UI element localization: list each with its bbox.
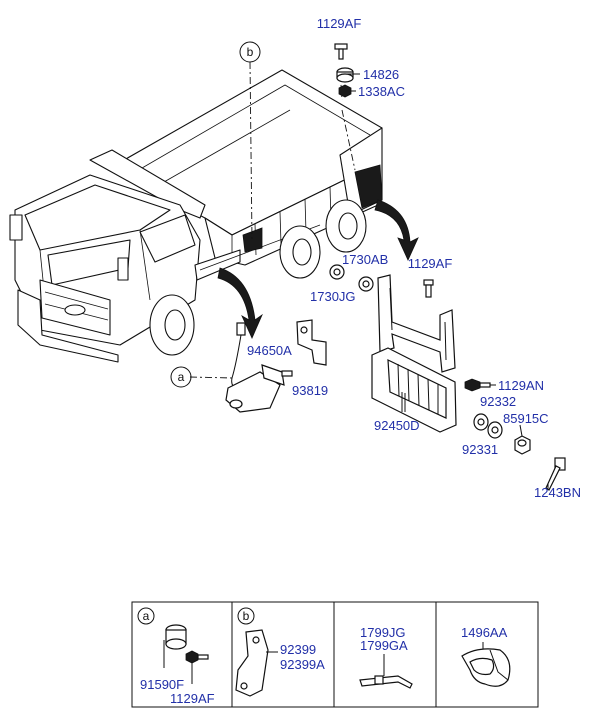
bolt-1129AF-top (334, 43, 348, 60)
label-92332: 92332 (480, 394, 516, 409)
label-1338AC: 1338AC (358, 84, 405, 99)
bolt-1129AF-mid (423, 279, 434, 298)
svg-text:a: a (178, 370, 185, 384)
clip-91590F (163, 624, 187, 668)
ring-1730AB (358, 276, 374, 292)
callout-a: a (170, 366, 192, 388)
legend-table (131, 601, 539, 708)
washer-92332 (487, 421, 503, 439)
ring-1730JG (329, 264, 345, 280)
sensor-94650A (225, 322, 293, 413)
legend-label-91590F: 91590F (140, 677, 184, 692)
grommet-1496AA (461, 648, 511, 687)
nut-85915C (514, 435, 531, 455)
svg-text:b: b (243, 609, 250, 623)
legend-label-1496AA: 1496AA (461, 625, 508, 640)
legend-label-1799GA: 1799GA (360, 638, 408, 653)
label-93819: 93819 (292, 383, 328, 398)
label-1129AN: 1129AN (498, 378, 544, 393)
arrow-to-bracket (374, 199, 419, 261)
label-14826: 14826 (363, 67, 399, 82)
cable-tie-1799JG (359, 675, 413, 689)
washer-92331 (473, 413, 489, 431)
label-85915C: 85915C (503, 411, 549, 426)
legend-cell-d: 1496AA (461, 625, 511, 687)
label-92331: 92331 (462, 442, 498, 457)
cap-14826 (336, 67, 354, 83)
legend-label-1799JG: 1799JG (360, 625, 406, 640)
bracket-92399 (235, 629, 269, 697)
bolt-1129AN (464, 378, 491, 392)
callout-b: b (239, 41, 261, 63)
svg-text:a: a (143, 609, 150, 623)
dump-truck-illustration (9, 69, 383, 363)
label-1243BN: 1243BN (534, 485, 581, 500)
legend-label-92399: 92399 (280, 642, 316, 657)
callout-line-a (189, 376, 233, 379)
bolt-1243BN (545, 457, 566, 491)
bracket-93819 (296, 319, 327, 366)
legend-cell-a: a 91590F 1129AF (137, 607, 215, 706)
step-92450D (371, 347, 457, 433)
svg-text:b: b (247, 45, 254, 59)
label-1129AF-mid: 1129AF (408, 256, 453, 271)
label-1730JG: 1730JG (310, 289, 356, 304)
callout-line-top-lower (341, 109, 356, 171)
label-1129AF-top: 1129AF (317, 16, 362, 31)
label-1730AB: 1730AB (342, 252, 388, 267)
nut-1338AC (338, 84, 352, 98)
legend-label-92399A: 92399A (280, 657, 325, 672)
arrow-to-sensor (217, 267, 263, 339)
bolt-1129AF-legend (185, 650, 209, 684)
bracket-frame (377, 274, 456, 373)
legend-cell-b: b 92399 92399A (235, 607, 325, 697)
legend-label-1129AF: 1129AF (170, 691, 215, 706)
label-92450D: 92450D (374, 418, 420, 433)
legend-cell-c: 1799JG 1799GA (359, 625, 413, 689)
label-94650A: 94650A (247, 343, 292, 358)
